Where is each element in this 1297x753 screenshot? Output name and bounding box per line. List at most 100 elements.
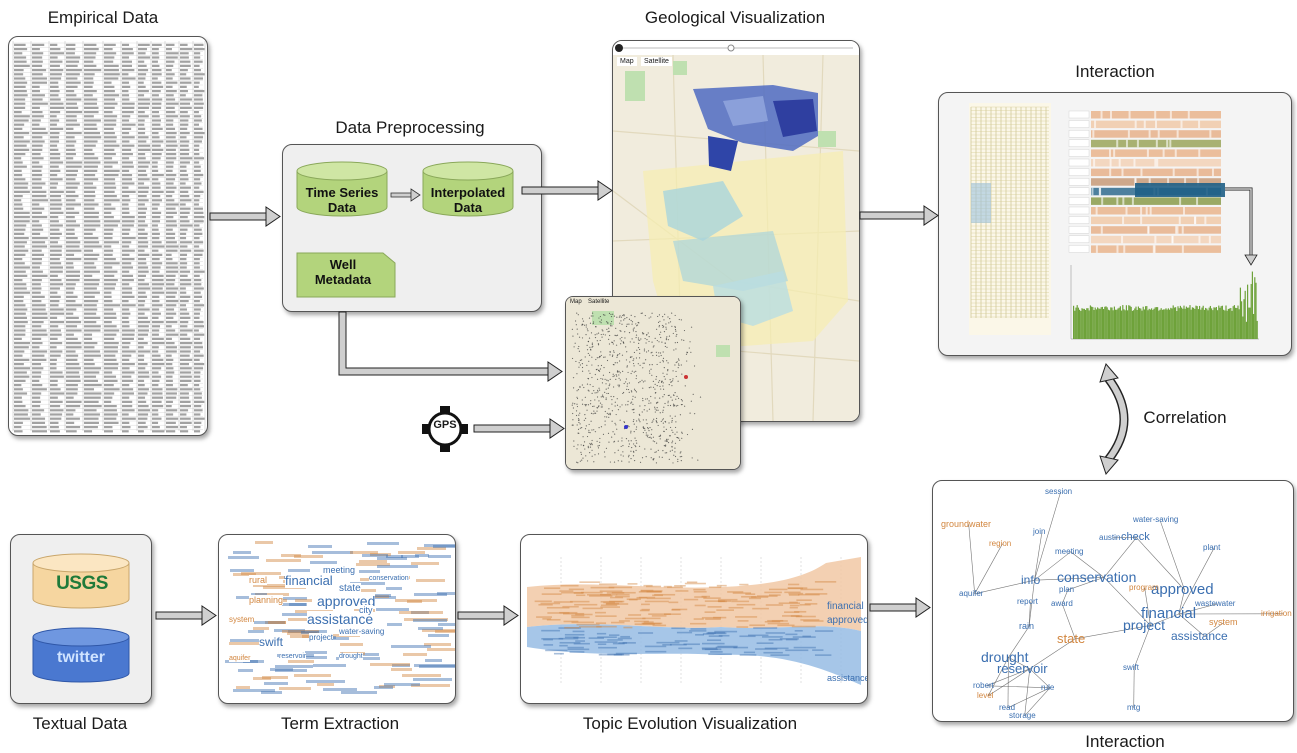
points-satellite-tab[interactable]: Satellite <box>588 299 610 305</box>
cloud-word: state <box>339 583 361 594</box>
network-word[interactable]: info <box>1021 573 1041 587</box>
cloud-word: swift <box>259 635 283 649</box>
network-word[interactable]: aquifer <box>959 589 984 598</box>
network-word[interactable]: system <box>1209 617 1238 627</box>
map-tab[interactable]: Map <box>617 57 637 66</box>
cloud-word: financial <box>285 573 333 588</box>
satellite-tab[interactable]: Satellite <box>641 57 672 66</box>
network-word[interactable]: groundwater <box>941 519 992 529</box>
cloud-word: meeting <box>323 565 356 575</box>
network-word[interactable]: wastewater <box>1195 599 1236 608</box>
well-points-graphics <box>566 297 740 469</box>
interpolated-cylinder <box>422 161 514 217</box>
arrow-topic-to-network <box>869 597 931 618</box>
twitter-cylinder <box>32 627 130 683</box>
network-word[interactable]: irrigation <box>1261 609 1292 618</box>
network-word[interactable]: rain <box>1019 621 1035 631</box>
network-word[interactable]: swift <box>1123 663 1139 672</box>
well-metadata-label: Well Metadata <box>314 257 372 287</box>
network-word[interactable]: robert <box>973 681 994 690</box>
network-word[interactable]: meeting <box>1055 547 1084 556</box>
interpolated-label: Interpolated Data <box>430 185 506 215</box>
network-word[interactable]: conservation <box>1057 569 1137 585</box>
cloud-word: conservation <box>369 575 409 582</box>
cloud-word: drought <box>339 653 363 660</box>
preprocessing-graphics <box>296 161 514 298</box>
network-word[interactable]: assistance <box>1171 629 1228 643</box>
interaction-top-graphics <box>969 103 1259 340</box>
network-word[interactable]: session <box>1045 487 1073 496</box>
spreadsheet-grid <box>12 41 206 433</box>
preprocessing-box: Time Series Data Interpolated Data Well … <box>282 144 542 312</box>
network-word[interactable]: reservoir <box>997 661 1048 676</box>
network-word[interactable]: plant <box>1203 543 1221 552</box>
cloud-word: reservoir <box>279 653 307 660</box>
network-word[interactable]: plan <box>1059 585 1075 594</box>
twitter-logo: twitter <box>57 649 105 666</box>
time-series-cylinder <box>296 161 388 217</box>
textual-data-box: USGS twitter <box>10 534 152 704</box>
arrow-geological-to-interaction <box>859 205 939 226</box>
topic-evolution-graphics: financial approved assistance <box>527 557 867 685</box>
time-series-label: Time Series Data <box>305 185 379 215</box>
points-map-tab[interactable]: Map <box>570 299 582 305</box>
network-word[interactable]: report <box>1017 597 1038 606</box>
topic-evolution-panel: financial approved assistance <box>520 534 868 704</box>
cloud-word: aquifer <box>229 655 251 662</box>
network-word[interactable]: state <box>1057 631 1086 646</box>
cloud-word: rural <box>249 575 268 585</box>
network-word[interactable]: approved <box>1151 581 1214 598</box>
data-preprocessing-label: Data Preprocessing <box>335 118 485 137</box>
network-word[interactable]: program <box>1129 583 1159 592</box>
network-word[interactable]: mtg <box>1127 703 1141 712</box>
network-word[interactable]: austin <box>1099 533 1121 542</box>
network-word[interactable]: rule <box>1041 683 1055 692</box>
arrow-textual-to-term <box>155 605 217 626</box>
internal-arrow <box>390 188 421 202</box>
arrow-preprocessing-to-points-map <box>338 311 563 382</box>
arrow-empirical-to-preprocessing <box>209 206 281 227</box>
gps-label: GPS <box>433 419 457 431</box>
term-network-words: session groundwater region join water-saving… <box>933 481 1293 721</box>
correlation-label: Correlation <box>1143 408 1227 427</box>
cloud-word: project <box>309 633 334 642</box>
arrow-term-to-topic <box>457 605 519 626</box>
network-word[interactable]: storage <box>1009 711 1036 720</box>
cloud-word: city <box>359 605 373 615</box>
gps-icon <box>422 406 468 452</box>
empirical-data-table <box>8 36 208 436</box>
term-network-edges <box>968 491 1284 717</box>
network-word[interactable]: level <box>977 691 994 700</box>
cloud-word: assistance <box>307 611 374 627</box>
well-metadata-doc <box>296 252 396 298</box>
network-word[interactable]: project <box>1123 617 1166 633</box>
network-word[interactable]: join <box>1033 527 1046 536</box>
empirical-data-label: Empirical Data <box>47 8 159 27</box>
network-word[interactable]: water-saving <box>1133 515 1179 524</box>
network-word[interactable]: region <box>989 539 1012 548</box>
interaction-bottom-label: Interaction <box>1085 732 1165 751</box>
usgs-cylinder <box>32 553 130 609</box>
geological-visualization-label: Geological Visualization <box>644 8 826 27</box>
well-points-map: Map Satellite <box>565 296 741 470</box>
network-word[interactable]: read <box>999 703 1016 712</box>
network-word[interactable]: financial <box>1141 605 1197 622</box>
topic-evolution-label: Topic Evolution Visualization <box>582 714 798 733</box>
topic-word: approved <box>827 615 867 626</box>
term-network-panel: session groundwater region join water-saving… <box>932 480 1294 722</box>
textual-data-label: Textual Data <box>32 714 128 733</box>
arrow-gps-to-points-map <box>473 418 565 439</box>
interaction-top-label: Interaction <box>1075 62 1155 81</box>
cloud-word: system <box>229 615 255 624</box>
network-word[interactable]: award <box>1051 599 1073 608</box>
cloud-word: planning <box>249 595 284 605</box>
topic-word: assistance <box>827 673 867 683</box>
correlation-arrow <box>1099 363 1129 475</box>
term-extraction-label: Term Extraction <box>280 714 400 733</box>
topic-word: financial <box>827 601 864 612</box>
interaction-top-panel <box>938 92 1292 356</box>
network-word[interactable]: check <box>1121 531 1150 543</box>
network-word[interactable]: drought <box>981 649 1029 665</box>
